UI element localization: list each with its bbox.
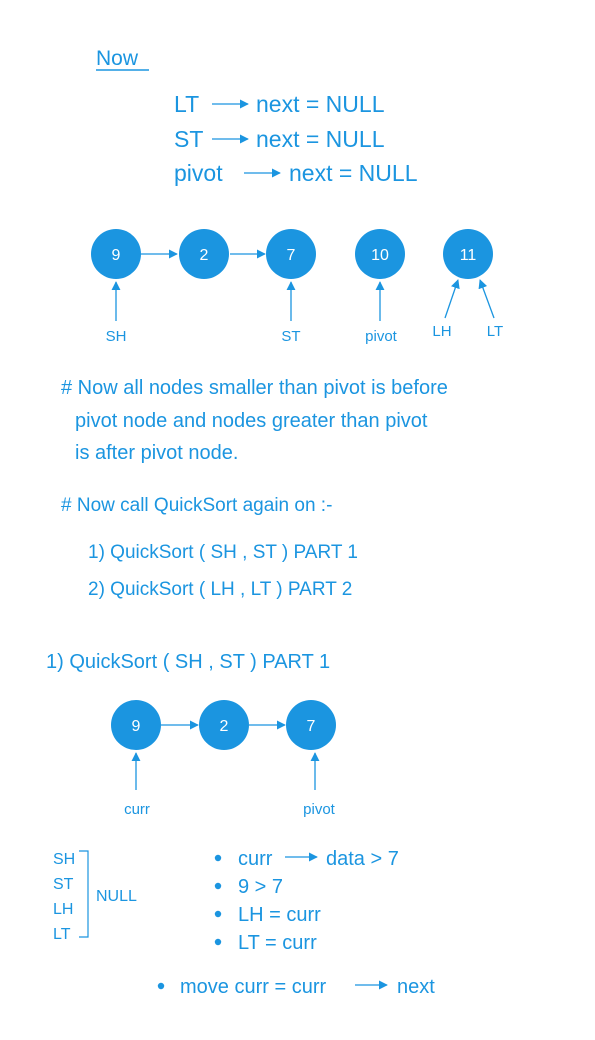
- node-circle: [286, 700, 336, 750]
- assign-lt-value: next = NULL: [256, 91, 385, 117]
- bullet-move-curr: move curr = curr: [180, 976, 326, 998]
- pointer-arrow: [444, 279, 460, 319]
- assign-pivot-value: next = NULL: [289, 160, 418, 186]
- pointer-label-pivot: pivot: [365, 328, 398, 345]
- node-circle: [111, 700, 161, 750]
- null-assignments: LT next = NULL ST next = NULL pivot next…: [174, 91, 418, 186]
- note-explanation: # Now all nodes smaller than pivot is be…: [61, 377, 448, 464]
- bullet-item: 9 > 7: [238, 876, 283, 898]
- call-item-1: 1) QuickSort ( SH , ST ) PART 1: [88, 542, 358, 563]
- null-item-st: ST: [53, 876, 74, 893]
- node-circle: [355, 229, 405, 279]
- bullet-dot: [157, 982, 165, 990]
- pointer-label-lt: LT: [487, 323, 503, 340]
- node-value: 7: [307, 718, 316, 735]
- node-circle: [179, 229, 229, 279]
- null-item-sh: SH: [53, 851, 75, 868]
- pointer-label-st: ST: [281, 328, 300, 345]
- null-item-lh: LH: [53, 901, 73, 918]
- node-circle: [199, 700, 249, 750]
- bullet-data-compare: data > 7: [326, 848, 399, 870]
- linked-list-1: 9 2 7 10 11 SH ST pivot LH LT: [91, 229, 503, 345]
- call-item-2: 2) QuickSort ( LH , LT ) PART 2: [88, 579, 352, 600]
- bullet-move-next: next: [397, 976, 435, 998]
- node-value: 7: [287, 247, 296, 264]
- null-group: SH ST LH LT NULL: [53, 850, 137, 943]
- node-circle: [266, 229, 316, 279]
- bullet-dot: [214, 854, 222, 862]
- bullet-dot: [214, 938, 222, 946]
- bullet-item: LH = curr: [238, 904, 321, 926]
- bullet-item: LT = curr: [238, 932, 317, 954]
- node-circle: [443, 229, 493, 279]
- linked-list-2: 9 2 7 curr pivot: [111, 700, 336, 818]
- assign-st-value: next = NULL: [256, 126, 385, 152]
- node-value: 11: [460, 247, 477, 264]
- pointer-label-lh: LH: [432, 323, 451, 340]
- note-line: # Now all nodes smaller than pivot is be…: [61, 377, 448, 399]
- heading-now: Now: [96, 47, 139, 70]
- node-value: 2: [220, 718, 229, 735]
- assign-pivot-label: pivot: [174, 160, 223, 186]
- assign-lt-label: LT: [174, 91, 199, 117]
- pointer-label-pivot: pivot: [303, 801, 336, 818]
- note-call-again: # Now call QuickSort again on :-: [61, 495, 332, 516]
- note-line: is after pivot node.: [75, 442, 238, 464]
- bullet-dot: [214, 882, 222, 890]
- pointer-arrow: [478, 279, 495, 319]
- bullet-dot: [214, 910, 222, 918]
- null-item-lt: LT: [53, 926, 71, 943]
- bracket-icon: [79, 850, 89, 938]
- node-value: 2: [200, 247, 209, 264]
- node-value: 9: [112, 247, 121, 264]
- node-value: 9: [132, 718, 141, 735]
- pointer-label-curr: curr: [124, 801, 150, 818]
- bullet-list: curr data > 7 9 > 7 LH = curr LT = curr …: [157, 848, 435, 998]
- pointer-label-sh: SH: [106, 328, 127, 345]
- node-value: 10: [371, 247, 389, 264]
- node-circle: [91, 229, 141, 279]
- note-line: pivot node and nodes greater than pivot: [75, 410, 428, 432]
- assign-st-label: ST: [174, 126, 203, 152]
- null-group-label: NULL: [96, 888, 137, 905]
- bullet-curr: curr: [238, 848, 273, 870]
- part1-heading: 1) QuickSort ( SH , ST ) PART 1: [46, 651, 330, 673]
